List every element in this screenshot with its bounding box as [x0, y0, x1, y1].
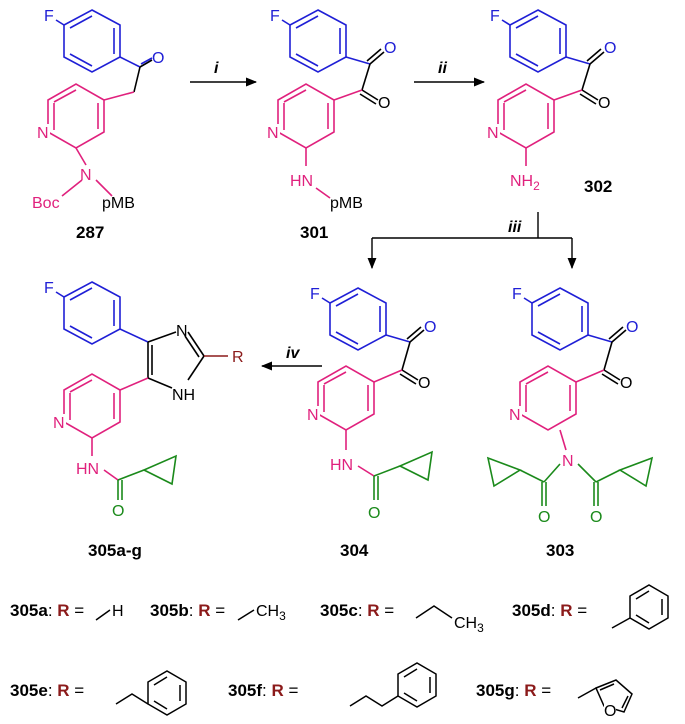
pyridine-nitrogen: N — [487, 125, 499, 142]
pyridine-nitrogen: N — [509, 407, 521, 424]
reagent-label-iii: iii — [508, 219, 522, 236]
amide-oxygen: O — [112, 503, 124, 520]
r-group-305d: 305d: R = — [512, 601, 587, 620]
fluorine-label: F — [310, 286, 320, 303]
pyridine-nitrogen: N — [37, 125, 49, 142]
diketone-oxygen-2: O — [598, 95, 610, 112]
compound-label-302: 302 — [584, 177, 612, 196]
imide-oxygen-1: O — [538, 509, 550, 526]
compound-label-305: 305a-g — [88, 541, 142, 560]
compound-303: F O O N N O O 303 — [486, 286, 654, 560]
compound-287: F O N N Boc pMB 287 — [32, 8, 164, 242]
r-group-305a: 305a: R = — [10, 601, 84, 620]
imidazole-n: N — [176, 323, 188, 340]
pyridine-nitrogen: N — [307, 407, 319, 424]
furan-oxygen: O — [604, 703, 616, 720]
arrow-step-iii — [367, 212, 577, 270]
imide-oxygen-2: O — [590, 509, 602, 526]
fluorine-label: F — [44, 8, 54, 25]
compound-label-301: 301 — [300, 223, 328, 242]
diketone-oxygen-2: O — [378, 95, 390, 112]
compound-label-304: 304 — [340, 541, 369, 560]
pyridine-nitrogen: N — [53, 415, 65, 432]
carbonyl-oxygen: O — [152, 50, 164, 67]
diketone-oxygen-2: O — [620, 375, 632, 392]
r-group-legend: 305a: R = H 305b: R = CH3 305c: R = CH3 … — [10, 584, 669, 720]
r-group-305g: 305g: R = — [476, 681, 551, 700]
r-305c-group: CH3 — [454, 615, 484, 635]
amide-nh: HN — [330, 457, 353, 474]
r-305a-group: H — [112, 603, 124, 620]
diketone-oxygen-2: O — [418, 375, 430, 392]
diketone-oxygen-1: O — [626, 319, 638, 336]
reagent-label-ii: ii — [438, 60, 447, 77]
r-305b-group: CH3 — [256, 603, 286, 623]
imidazole-ring — [147, 331, 205, 389]
fluorine-label: F — [490, 8, 500, 25]
amino-label: NH2 — [510, 173, 540, 193]
pyridine-ring — [47, 83, 135, 149]
phenethyl-group-icon — [349, 662, 437, 708]
r-group-305c: 305c: R = — [320, 601, 394, 620]
boc-label: Boc — [32, 195, 60, 212]
compound-label-303: 303 — [546, 541, 574, 560]
diketone-oxygen-1: O — [424, 319, 436, 336]
compound-305: F N NH R N HN O 305a-g — [44, 280, 244, 560]
reagent-label-i: i — [214, 60, 219, 77]
fluorine-label: F — [512, 286, 522, 303]
pyridine-nitrogen: N — [267, 125, 279, 142]
pmb-label: pMB — [102, 195, 135, 212]
amine-label: HN — [290, 173, 313, 190]
fluorine-label: F — [270, 8, 280, 25]
diketone-oxygen-1: O — [384, 40, 396, 57]
imidazole-nh: NH — [172, 387, 195, 404]
imide-nitrogen: N — [562, 453, 574, 470]
compound-301: F O O N HN pMB 301 — [266, 8, 396, 242]
amide-oxygen: O — [368, 505, 380, 522]
r-group-305f: 305f: R = — [228, 681, 298, 700]
compound-label-287: 287 — [76, 223, 104, 242]
diketone-oxygen-1: O — [604, 40, 616, 57]
amide-nh: HN — [76, 461, 99, 478]
fluorophenyl-ring — [55, 9, 141, 73]
compound-302: F O O N NH2 302 — [486, 8, 616, 196]
furyl-group-icon — [577, 679, 633, 713]
r-group-305e: 305e: R = — [10, 681, 84, 700]
pmb-label: pMB — [330, 195, 363, 212]
phenyl-group-icon — [611, 584, 669, 630]
reagent-label-iv: iv — [286, 345, 300, 362]
r-group-305b: 305b: R = — [150, 601, 225, 620]
benzyl-group-icon — [115, 670, 187, 716]
r-substituent: R — [232, 349, 244, 366]
amide-nitrogen: N — [80, 167, 92, 184]
compound-304: F O O N HN O 304 — [306, 286, 436, 560]
fluorine-label: F — [44, 280, 54, 297]
